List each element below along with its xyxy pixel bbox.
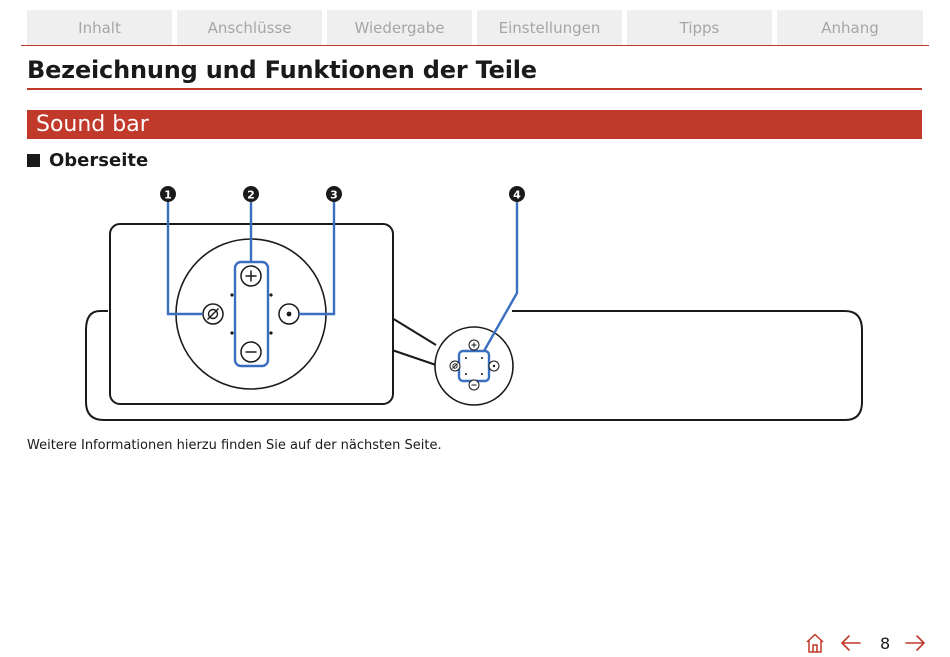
next-page-button[interactable] (904, 634, 926, 652)
soundbar-diagram: 1 2 3 4 (85, 186, 863, 421)
callout-line-4 (482, 202, 519, 352)
callout-1: 1 (160, 186, 176, 202)
callout-4: 4 (509, 186, 525, 202)
title-divider (27, 88, 922, 90)
callout-2-label: 2 (247, 189, 255, 202)
zoom-line-top (391, 317, 437, 346)
indicator-dot (230, 293, 234, 297)
action-button[interactable] (278, 303, 300, 325)
home-button[interactable] (804, 632, 826, 654)
indicator-dot (465, 357, 467, 359)
indicator-dot (269, 293, 273, 297)
zoom-line-bottom (391, 349, 437, 366)
callout-line-3 (299, 202, 336, 316)
callout-2: 2 (243, 186, 259, 202)
tab-anschluesse[interactable]: Anschlüsse (177, 10, 322, 45)
home-icon (806, 633, 824, 653)
indicator-dot (230, 331, 234, 335)
callout-3: 3 (326, 186, 342, 202)
small-volume-up-button (468, 339, 480, 351)
page-number: 8 (880, 633, 891, 653)
tab-anhang[interactable]: Anhang (777, 10, 923, 45)
callout-1-label: 1 (164, 189, 172, 202)
indicator-dot (269, 331, 273, 335)
section-title: Sound bar (27, 110, 922, 139)
small-mute-button (449, 360, 461, 372)
footer-nav: 8 (804, 630, 926, 656)
arrow-left-icon (841, 635, 861, 651)
page-title: Bezeichnung und Funktionen der Teile (27, 56, 537, 84)
volume-up-button[interactable] (240, 265, 262, 287)
tab-inhalt[interactable]: Inhalt (27, 10, 172, 45)
sub-heading: Oberseite (27, 150, 148, 171)
tab-divider (21, 45, 929, 46)
small-action-button (488, 360, 500, 372)
control-panel-small-highlight (457, 349, 491, 383)
soundbar-body (85, 310, 863, 421)
volume-down-button[interactable] (240, 341, 262, 363)
tab-wiedergabe[interactable]: Wiedergabe (327, 10, 472, 45)
indicator-dot (481, 357, 483, 359)
square-bullet-icon (27, 154, 40, 167)
tab-einstellungen[interactable]: Einstellungen (477, 10, 622, 45)
top-tab-bar: Inhalt Anschlüsse Wiedergabe Einstellung… (27, 10, 923, 45)
arrow-right-icon (905, 635, 925, 651)
tab-tipps[interactable]: Tipps (627, 10, 772, 45)
info-note: Weitere Informationen hierzu finden Sie … (27, 438, 442, 453)
callout-3-label: 3 (330, 189, 338, 202)
indicator-dot (481, 373, 483, 375)
callout-4-label: 4 (513, 189, 521, 202)
mute-button[interactable] (202, 303, 224, 325)
indicator-dot (465, 373, 467, 375)
previous-page-button[interactable] (840, 634, 862, 652)
small-volume-down-button (468, 379, 480, 391)
callout-line-1 (166, 202, 203, 316)
sub-heading-text: Oberseite (49, 150, 149, 171)
